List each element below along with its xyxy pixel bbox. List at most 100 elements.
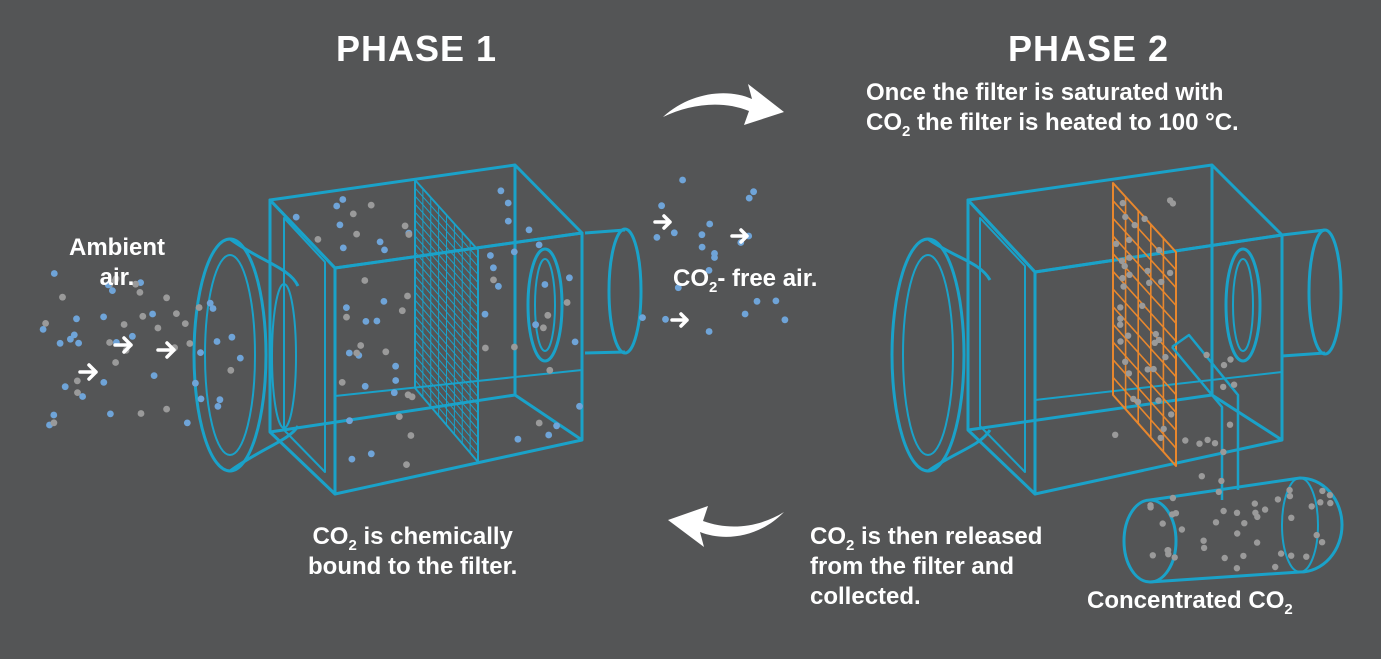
particle-dot [1117,321,1124,328]
particle-dot [1152,330,1160,338]
particle-dot [1112,431,1119,438]
particle-dot [192,379,199,387]
mesh-line [1112,217,1177,289]
particle-dot [405,231,413,238]
particle-dot [353,349,361,357]
inlet-label-line1: Ambient [69,234,165,261]
particle-dot [1119,199,1127,207]
phase2-caption: CO2 is then released from the filter and… [810,522,1042,612]
particle-dot [381,246,388,254]
phase2-description: Once the filter is saturated with CO2 th… [866,78,1239,139]
particle-dot [772,297,780,305]
particle-dot [514,435,522,443]
particle-dot [1218,477,1225,485]
particle-dot [139,312,147,320]
particle-dot [100,313,107,321]
particle-dot [571,338,579,346]
particle-dot [679,176,686,184]
phase2-desc-line1: Once the filter is saturated with [866,79,1224,106]
flow-arrows [78,214,749,381]
particle-dot [1159,520,1166,527]
particle-dot [1286,486,1293,494]
particle-dot [392,377,400,384]
particle-dot [1166,269,1174,277]
particle-dot [227,366,235,374]
mesh-line [1112,359,1177,431]
particle-dot [639,314,646,321]
particle-dot [1326,491,1334,499]
phase2-collection-pipe [1171,333,1240,500]
particle-dot [1165,551,1172,558]
outlet-label: CO2- free air. [673,265,818,296]
particle-dot [670,229,678,237]
curved-arrow-right-icon [663,84,784,125]
phase2-caption-line1: CO2 is then released [810,523,1043,554]
particle-dot [1139,302,1146,309]
particle-dot [1253,539,1261,546]
particle-dot [197,349,204,356]
particle-dot [658,202,665,210]
particle-dot [183,419,191,427]
particle-dot [1215,488,1223,496]
particle-dot [1233,565,1241,572]
particle-dot [1119,274,1126,282]
particle-dot [407,432,415,439]
phase2-unit [890,163,1344,584]
particle-dot [1319,487,1326,495]
phase1-caption: CO2 is chemically bound to the filter. [308,522,517,582]
phase1-inlet-funnel [192,237,300,473]
particle-dot [136,289,144,296]
particle-dot [1204,436,1211,444]
particle-dot [1125,370,1133,377]
particle-dot [181,320,189,327]
particle-dot [79,393,86,400]
particle-dot [1220,448,1227,456]
particle-dot [129,332,136,340]
particle-dot [495,282,502,290]
particle-dot [1241,520,1248,527]
mesh-line [1112,323,1177,396]
phase1-caption-line2: bound to the filter. [308,553,518,580]
particle-dot [525,226,533,234]
particle-dot [1147,504,1154,511]
particle-dot [1149,552,1157,559]
particle-dot [362,318,370,325]
particle-dot [173,310,180,317]
particle-dot [566,274,573,282]
particle-dot [382,348,390,356]
particle-dot [1117,304,1124,311]
particle-dot [348,455,356,463]
particle-dot [540,324,547,332]
particle-dot [487,252,494,259]
particle-dot [1203,351,1210,359]
particle-dot [1122,213,1129,221]
particle-dot [481,310,489,318]
particle-dot [1220,507,1227,515]
particle-dot [100,379,108,386]
particle-dot [163,405,171,413]
particle-dot [1251,500,1259,507]
particle-dot [504,217,512,225]
mesh-line [1112,200,1177,271]
particle-dot [563,299,571,306]
particle-dot [50,419,58,427]
particle-dot [59,293,66,301]
particle-dot [1141,215,1148,222]
particle-dot [544,311,552,319]
particle-dot [1118,257,1126,265]
particle-dot [236,354,244,362]
particle-dot [1120,283,1127,290]
particle-dot [1112,240,1120,247]
inlet-arrow-1-icon [113,336,133,354]
phase1-caption-line1: CO2 is chemically [312,523,513,554]
particle-dot [314,236,322,243]
mesh-line [1112,288,1177,360]
particle-dot [1233,509,1241,516]
particle-dot [339,244,347,252]
particle-dot [403,461,410,468]
particle-dot [154,324,162,332]
particle-dot [1158,278,1165,286]
particle-dot [1146,279,1153,286]
particle-dot [662,315,669,323]
